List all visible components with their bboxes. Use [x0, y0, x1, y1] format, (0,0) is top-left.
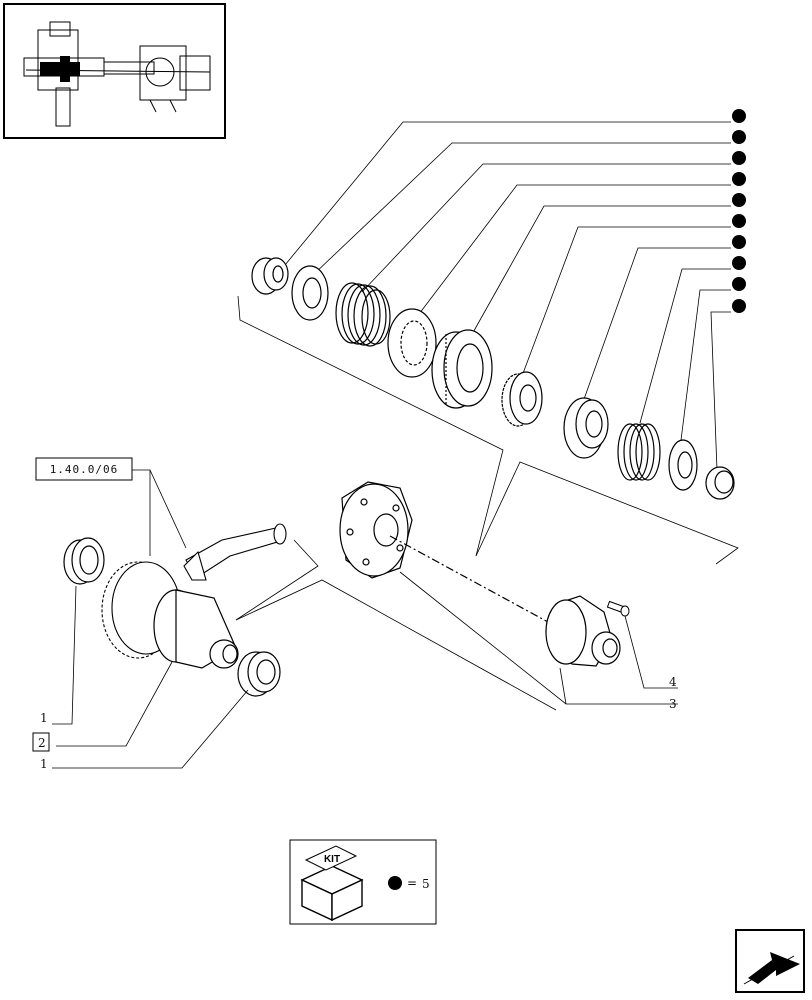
callout-1-upper: 1 — [40, 711, 48, 725]
callout-2-box — [32, 732, 50, 752]
cap-part — [705, 466, 735, 500]
next-page-arrow-icon[interactable] — [735, 929, 805, 993]
bracket-left — [235, 539, 557, 711]
differential-case-half — [545, 595, 621, 667]
kit-equals: = — [407, 876, 417, 890]
kit-marker — [732, 193, 746, 207]
kit-box-icon: KIT — [300, 845, 364, 922]
differential-case-flange — [339, 481, 413, 579]
kit-marker — [732, 109, 746, 123]
kit-marker — [732, 172, 746, 186]
small-hub-part — [251, 257, 289, 295]
kit-markers — [732, 109, 746, 313]
differential-housing-left — [153, 589, 239, 669]
callout-2: 2 — [38, 736, 46, 750]
spring-part — [335, 282, 391, 347]
reference-label: 1.40.0/06 — [50, 463, 119, 476]
kit-legend: KIT = 5 — [289, 839, 437, 925]
kit-dot-symbol — [388, 876, 402, 890]
axle-assembly-thumbnail[interactable] — [3, 3, 226, 139]
kit-marker — [732, 130, 746, 144]
kit-number: 5 — [422, 877, 430, 891]
kit-marker — [732, 214, 746, 228]
bearing-left-lower — [237, 651, 281, 697]
kit-parts-row — [251, 257, 735, 500]
reference-callout[interactable]: 1.40.0/06 — [35, 457, 187, 556]
thrust-washer-part — [291, 265, 329, 321]
callout-1-lower: 1 — [40, 757, 48, 771]
callout-leaders-right — [399, 571, 678, 705]
bolt-part — [606, 600, 630, 617]
kit-box-label: KIT — [324, 854, 340, 865]
washer-part — [668, 439, 698, 491]
kit-group-bracket — [237, 295, 739, 565]
ring-gear-part — [431, 329, 493, 409]
bearing-left-upper — [63, 537, 105, 585]
kit-marker — [732, 277, 746, 291]
leader-lines — [284, 121, 731, 471]
callout-4: 4 — [669, 675, 677, 689]
kit-marker — [732, 256, 746, 270]
pinion-shaft — [183, 523, 287, 581]
kit-marker — [732, 151, 746, 165]
callout-leaders-left — [52, 585, 249, 769]
kit-marker — [732, 235, 746, 249]
spur-gear-part — [501, 371, 543, 427]
friction-disc-part — [387, 308, 437, 378]
small-spring-part — [617, 423, 661, 481]
assembly-axis — [389, 535, 549, 623]
callout-numbers: 1 2 1 4 3 — [32, 675, 677, 771]
callout-3: 3 — [669, 697, 677, 711]
kit-marker — [732, 299, 746, 313]
cup-part — [563, 397, 609, 459]
